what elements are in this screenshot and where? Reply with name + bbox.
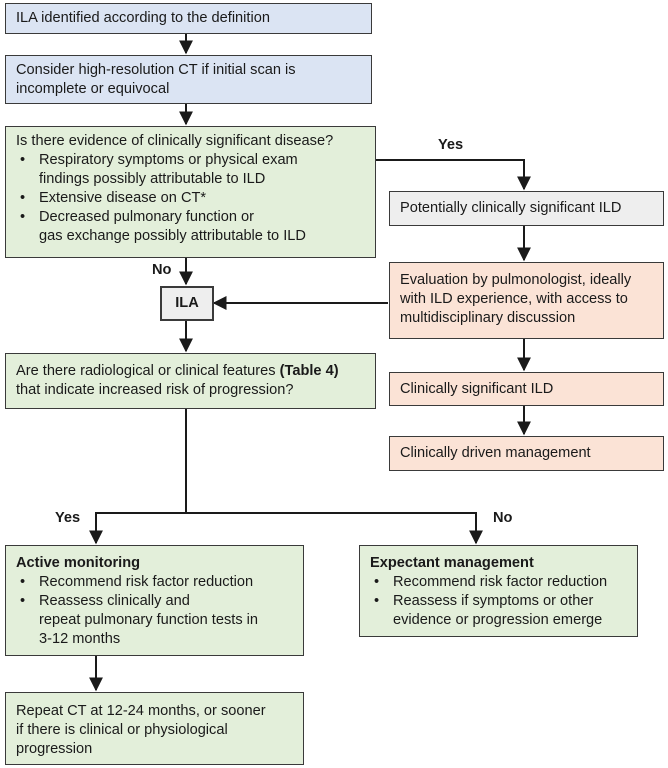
active-monitoring-list: Recommend risk factor reduction Reassess… [16,573,293,649]
repeat-ct-line-1: Repeat CT at 12-24 months, or sooner [16,703,266,719]
no-label-clinically-significant: No [152,262,172,278]
step-consider-hrct-line-1: Consider high-resolution CT if initial s… [16,62,296,78]
expectant-management-item-reassess: Reassess if symptoms or other evidence o… [370,592,627,630]
criteria-item-symptoms: Respiratory symptoms or physical exam fi… [16,151,365,189]
clinically-significant-criteria-list: Respiratory symptoms or physical exam fi… [16,151,365,246]
risk-question-line-1: Are there radiological or clinical featu… [16,362,365,381]
step-clinically-driven-management-text: Clinically driven management [400,445,591,461]
arrow-risk-no [186,512,483,545]
risk-question-line-1-text: Are there radiological or clinical featu… [16,363,276,379]
pulmonologist-evaluation-line-2: with ILD experience, with access to [400,291,628,307]
active-monitoring-item-reassess: Reassess clinically and repeat pulmonary… [16,592,293,649]
step-ila: ILA [160,286,214,321]
arrow-risk-yes [89,512,186,545]
expectant-management-item-risk-reduction-line-1: Recommend risk factor reduction [393,574,608,590]
clinically-significant-question-text: Is there evidence of clinically signific… [16,133,334,149]
step-expectant-management: Expectant management Recommend risk fact… [359,545,638,637]
expectant-management-item-risk-reduction: Recommend risk factor reduction [370,573,627,592]
active-monitoring-item-risk-reduction-line-1: Recommend risk factor reduction [39,574,254,590]
arrow-step3-yes [375,159,531,191]
repeat-ct-line-2: if there is clinical or physiological [16,722,228,738]
active-monitoring-title: Active monitoring [16,555,141,571]
step-ila-identified-text: ILA identified according to the definiti… [16,10,270,26]
step-repeat-ct: Repeat CT at 12-24 months, or sooner if … [5,692,304,765]
yes-label-risk: Yes [55,510,81,526]
step-clinically-significant-ild-text: Clinically significant ILD [400,380,554,397]
criteria-item-extensive-ct: Extensive disease on CT* [16,189,365,208]
expectant-management-item-reassess-line-2: evidence or progression emerge [393,612,603,628]
criteria-item-pulmonary-function-line-1: Decreased pulmonary function or [39,209,254,225]
active-monitoring-item-reassess-line-1: Reassess clinically and [39,593,190,609]
step-clinically-significant-question: Is there evidence of clinically signific… [5,126,376,258]
step-potentially-significant-ild-text: Potentially clinically significant ILD [400,200,622,216]
criteria-item-pulmonary-function-line-2: gas exchange possibly attributable to IL… [39,228,306,244]
active-monitoring-item-reassess-line-2: repeat pulmonary function tests in [39,612,259,628]
step-consider-hrct: Consider high-resolution CT if initial s… [5,55,372,104]
no-label-risk: No [493,510,513,526]
step-active-monitoring: Active monitoring Recommend risk factor … [5,545,304,656]
yes-label-clinically-significant: Yes [438,137,464,153]
expectant-management-item-reassess-line-1: Reassess if symptoms or other [393,593,594,609]
criteria-item-symptoms-line-1: Respiratory symptoms or physical exam [39,152,298,168]
pulmonologist-evaluation-line-1: Evaluation by pulmonologist, ideally [400,272,632,288]
step-risk-of-progression-question: Are there radiological or clinical featu… [5,353,376,409]
active-monitoring-item-reassess-line-3: 3-12 months [39,631,121,647]
repeat-ct-line-3: progression [16,741,93,757]
risk-question-line-2: that indicate increased risk of progress… [16,382,294,398]
pulmonologist-evaluation-line-3: multidisciplinary discussion [400,310,576,326]
step-clinically-driven-management: Clinically driven management [389,436,664,471]
step-ila-text: ILA [175,295,199,311]
step-potentially-significant-ild: Potentially clinically significant ILD [389,191,664,226]
criteria-item-symptoms-line-2: findings possibly attributable to ILD [39,171,266,187]
expectant-management-list: Recommend risk factor reduction Reassess… [370,573,627,630]
active-monitoring-item-risk-reduction: Recommend risk factor reduction [16,573,293,592]
step-ila-identified: ILA identified according to the definiti… [5,3,372,34]
expectant-management-title: Expectant management [370,555,534,571]
criteria-item-pulmonary-function: Decreased pulmonary function or gas exch… [16,208,365,246]
risk-question-table-ref: (Table 4) [279,363,339,379]
step-clinically-significant-ild: Clinically significant ILD [389,372,664,406]
step-pulmonologist-evaluation: Evaluation by pulmonologist, ideally wit… [389,262,664,339]
criteria-item-extensive-ct-line-1: Extensive disease on CT* [39,190,207,206]
step-consider-hrct-line-2: incomplete or equivocal [16,81,170,97]
